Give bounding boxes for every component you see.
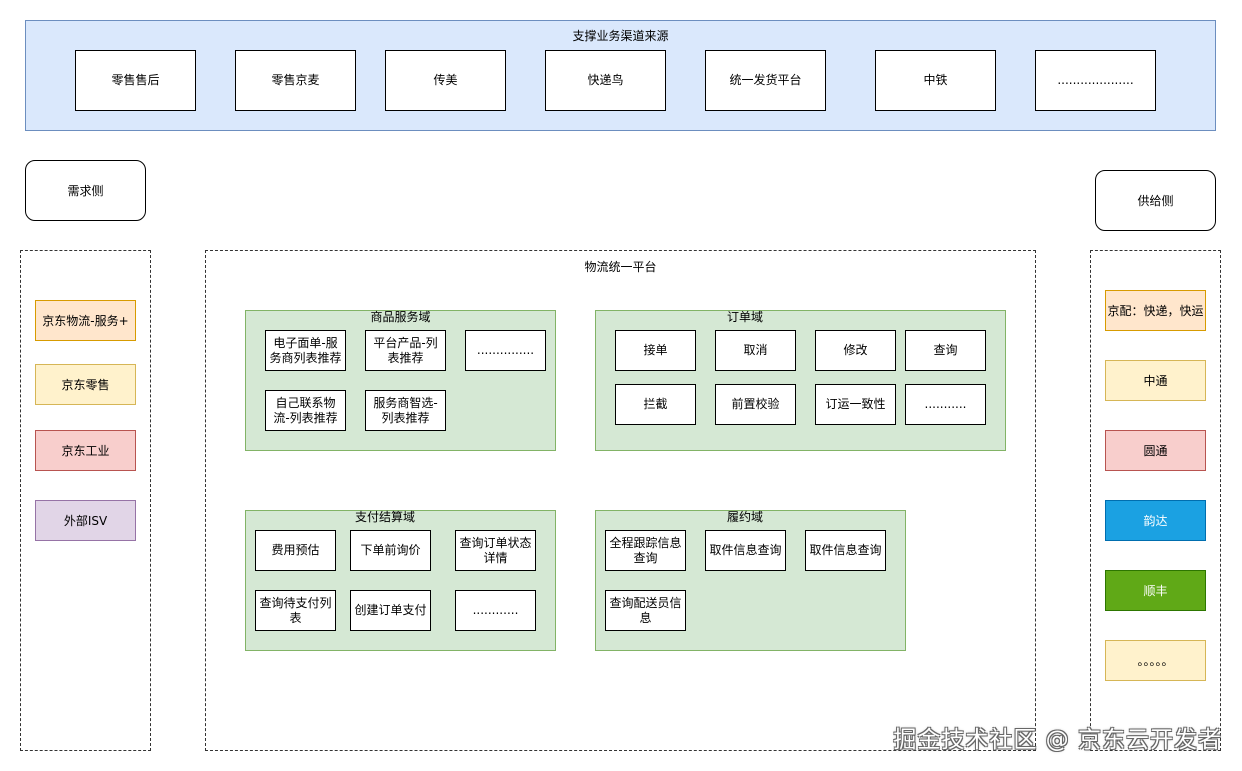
product-item: 自己联系物流-列表推荐 bbox=[265, 390, 346, 431]
order-item: 取消 bbox=[715, 330, 796, 371]
supply-item: 京配：快递，快运 bbox=[1105, 290, 1206, 331]
product-item: 平台产品-列表推荐 bbox=[365, 330, 446, 371]
supply-item: 顺丰 bbox=[1105, 570, 1206, 611]
order-item: 前置校验 bbox=[715, 384, 796, 425]
channel-item: 统一发货平台 bbox=[705, 50, 826, 111]
payment-item: 查询待支付列表 bbox=[255, 590, 336, 631]
order-item: 拦截 bbox=[615, 384, 696, 425]
payment-domain-title: 支付结算域 bbox=[354, 510, 415, 524]
payment-item: 费用预估 bbox=[255, 530, 336, 571]
channel-item: .................... bbox=[1035, 50, 1156, 111]
order-item: ........... bbox=[905, 384, 986, 425]
demand-item: 京东零售 bbox=[35, 364, 136, 405]
fulfillment-item: 查询配送员信息 bbox=[605, 590, 686, 631]
order-item: 接单 bbox=[615, 330, 696, 371]
supply-item: 中通 bbox=[1105, 360, 1206, 401]
demand-item: 京东物流-服务+ bbox=[35, 300, 136, 341]
product-item: 服务商智选-列表推荐 bbox=[365, 390, 446, 431]
fulfillment-item: 取件信息查询 bbox=[805, 530, 886, 571]
platform-title: 物流统一平台 bbox=[584, 260, 657, 274]
fulfillment-domain-title: 履约域 bbox=[726, 510, 763, 524]
demand-side-label: 需求侧 bbox=[25, 160, 146, 221]
channel-item: 中铁 bbox=[875, 50, 996, 111]
watermark: 掘金技术社区 @ 京东云开发者 bbox=[893, 727, 1222, 753]
channel-band-title: 支撑业务渠道来源 bbox=[572, 29, 669, 43]
channel-item: 零售售后 bbox=[75, 50, 196, 111]
product-item: ............... bbox=[465, 330, 546, 371]
payment-item: 创建订单支付 bbox=[350, 590, 431, 631]
product-item: 电子面单-服务商列表推荐 bbox=[265, 330, 346, 371]
fulfillment-item: 取件信息查询 bbox=[705, 530, 786, 571]
supply-item: 韵达 bbox=[1105, 500, 1206, 541]
supply-item: 圆通 bbox=[1105, 430, 1206, 471]
order-item: 修改 bbox=[815, 330, 896, 371]
supply-side-label: 供给侧 bbox=[1095, 170, 1216, 231]
channel-item: 零售京麦 bbox=[235, 50, 356, 111]
order-item: 订运一致性 bbox=[815, 384, 896, 425]
supply-side-container bbox=[1090, 250, 1221, 751]
payment-item: ............ bbox=[455, 590, 536, 631]
fulfillment-item: 全程跟踪信息查询 bbox=[605, 530, 686, 571]
order-domain-title: 订单域 bbox=[726, 310, 763, 324]
payment-item: 下单前询价 bbox=[350, 530, 431, 571]
demand-side-container bbox=[20, 250, 151, 751]
demand-item: 外部ISV bbox=[35, 500, 136, 541]
order-item: 查询 bbox=[905, 330, 986, 371]
demand-item: 京东工业 bbox=[35, 430, 136, 471]
supply-item: 。。。。。 bbox=[1105, 640, 1206, 681]
channel-item: 传美 bbox=[385, 50, 506, 111]
product-domain-title: 商品服务域 bbox=[370, 310, 431, 324]
payment-item: 查询订单状态详情 bbox=[455, 530, 536, 571]
channel-item: 快递鸟 bbox=[545, 50, 666, 111]
platform-container bbox=[205, 250, 1036, 751]
